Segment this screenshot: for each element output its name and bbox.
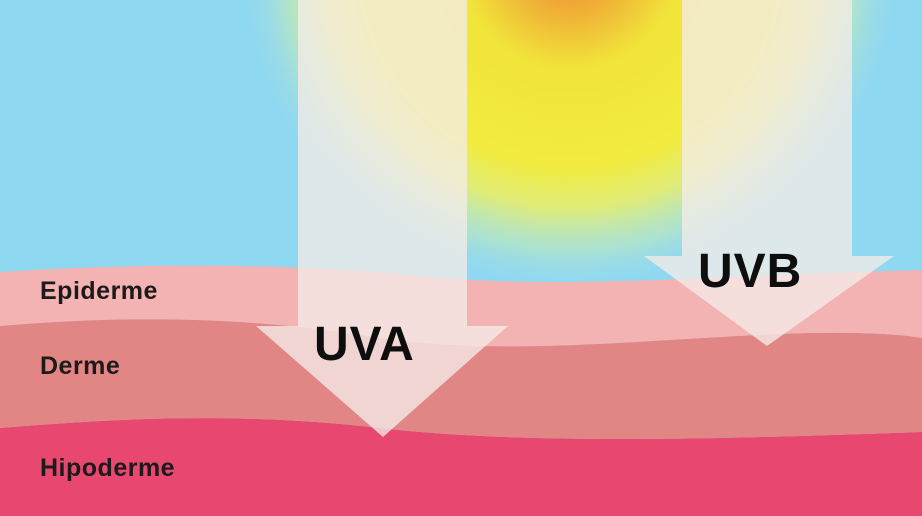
dermis-label: Derme <box>40 352 121 380</box>
uva-arrow <box>256 0 508 437</box>
uvb-arrow <box>644 0 894 346</box>
hypodermis-layer <box>0 418 922 516</box>
uvb-label: UVB <box>698 245 803 298</box>
hypodermis-label: Hipoderme <box>40 454 176 482</box>
epidermis-label: Epiderme <box>40 277 158 305</box>
down-arrow-icon <box>256 0 508 437</box>
down-arrow-icon <box>644 0 894 346</box>
uva-label: UVA <box>314 318 415 371</box>
dermis-layer <box>0 319 922 439</box>
